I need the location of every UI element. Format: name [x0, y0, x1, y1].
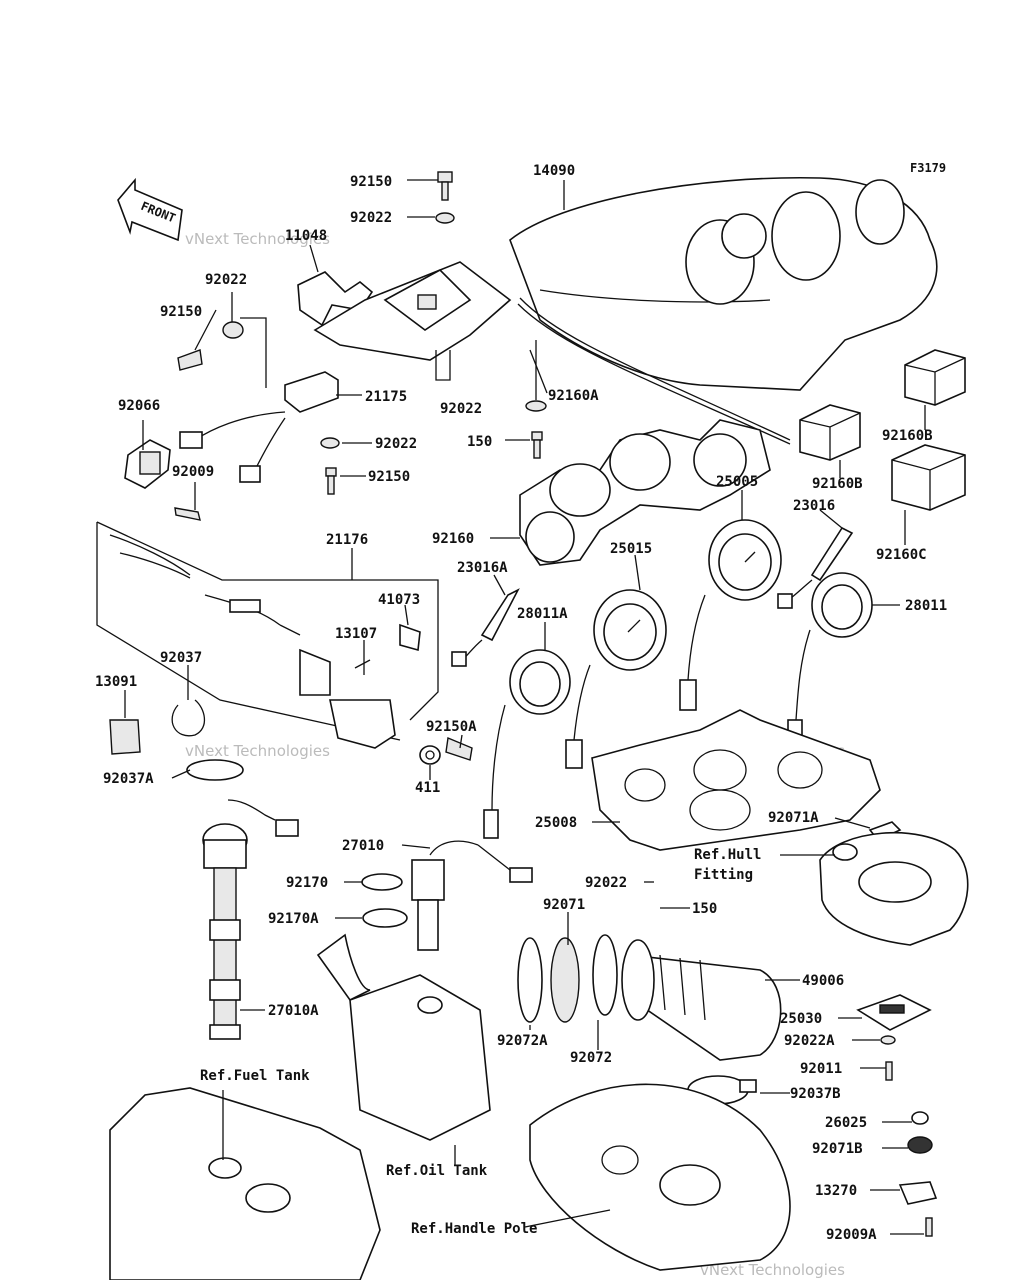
label-92150A: 92150A [426, 719, 477, 735]
gauge-housing-92160 [519, 419, 771, 566]
foam-pads [799, 349, 966, 511]
label-92071B: 92071B [812, 1141, 863, 1157]
watermark-1: vNext Technologies [185, 230, 330, 248]
label-92022A: 92022A [784, 1033, 835, 1049]
diagram-code: F3179 [910, 161, 946, 175]
clamp-92037B [687, 1075, 757, 1105]
label-27010A: 27010A [268, 1003, 319, 1019]
label-92009: 92009 [172, 464, 214, 480]
label-92022-left: 92022 [205, 272, 247, 288]
harness-21175 [124, 371, 339, 489]
label-13270: 13270 [815, 1183, 857, 1199]
label-27010: 27010 [342, 838, 384, 854]
label-25015: 25015 [610, 541, 652, 557]
label-92022-c: 92022 [585, 875, 627, 891]
hull-fitting-cover [819, 821, 969, 946]
harness-21176 [96, 521, 439, 749]
ref-hull-line2: Fitting [694, 867, 753, 883]
label-92037A: 92037A [103, 771, 154, 787]
label-23016: 23016 [793, 498, 835, 514]
part-labels: 92150 14090 92022 11048 92022 92150 9206… [95, 163, 947, 1243]
oil-sensor-27010 [361, 840, 533, 951]
label-92071: 92071 [543, 897, 585, 913]
label-92037: 92037 [160, 650, 202, 666]
bracket-25008 [591, 709, 881, 851]
label-92037B: 92037B [790, 1086, 841, 1102]
gauges [451, 519, 873, 839]
bracket-11048 [297, 261, 512, 381]
label-13107: 13107 [335, 626, 377, 642]
duct-49006 [517, 934, 782, 1061]
fuel-tank [109, 1087, 381, 1280]
label-92150-left: 92150 [160, 304, 202, 320]
ref-hull-line1: Ref.Hull [694, 847, 761, 863]
watermark-6: vNext Technologies [700, 1261, 845, 1279]
ref-labels: Ref.Hull Fitting Ref.Fuel Tank Ref.Oil T… [200, 847, 761, 1237]
label-92160B-2: 92160B [812, 476, 863, 492]
label-25030: 25030 [780, 1011, 822, 1027]
label-92160C: 92160C [876, 547, 927, 563]
switch-25030 [856, 994, 938, 1237]
label-28011: 28011 [905, 598, 947, 614]
label-92071A: 92071A [768, 810, 819, 826]
cowl-cover-14090 [509, 176, 938, 445]
label-92009A: 92009A [826, 1227, 877, 1243]
label-92011: 92011 [800, 1061, 842, 1077]
ref-oil-tank: Ref.Oil Tank [386, 1163, 488, 1179]
label-92066: 92066 [118, 398, 160, 414]
label-49006: 49006 [802, 973, 844, 989]
fuel-sender-27010A [202, 799, 299, 1040]
label-13091: 13091 [95, 674, 137, 690]
front-arrow: FRONT [117, 177, 183, 242]
label-150-b: 150 [692, 901, 717, 917]
label-92150-mid: 92150 [368, 469, 410, 485]
label-411: 411 [415, 780, 440, 796]
label-92170: 92170 [286, 875, 328, 891]
label-92022: 92022 [350, 210, 392, 226]
label-28011A: 28011A [517, 606, 568, 622]
label-92022-mid: 92022 [375, 436, 417, 452]
leader-lines [124, 179, 926, 1235]
label-25005: 25005 [716, 474, 758, 490]
label-92160B-1: 92160B [882, 428, 933, 444]
label-25008: 25008 [535, 815, 577, 831]
label-92150: 92150 [350, 174, 392, 190]
label-21176: 21176 [326, 532, 368, 548]
oil-tank [316, 933, 491, 1141]
label-23016A: 23016A [457, 560, 508, 576]
label-41073: 41073 [378, 592, 420, 608]
handle-pole-plate [529, 1083, 791, 1271]
label-26025: 26025 [825, 1115, 867, 1131]
label-14090: 14090 [533, 163, 575, 179]
label-11048: 11048 [285, 228, 327, 244]
label-92170A: 92170A [268, 911, 319, 927]
watermark-3: vNext Technologies [185, 742, 330, 760]
label-92022-b: 92022 [440, 401, 482, 417]
label-21175: 21175 [365, 389, 407, 405]
label-150: 150 [467, 434, 492, 450]
label-92160A: 92160A [548, 388, 599, 404]
hardware-top [174, 171, 547, 521]
ref-handle-pole: Ref.Handle Pole [411, 1221, 537, 1237]
label-92072: 92072 [570, 1050, 612, 1066]
clamps-left [109, 699, 244, 781]
label-92072A: 92072A [497, 1033, 548, 1049]
hardware-mid [419, 737, 473, 765]
label-92160: 92160 [432, 531, 474, 547]
ref-fuel-tank: Ref.Fuel Tank [200, 1068, 310, 1084]
